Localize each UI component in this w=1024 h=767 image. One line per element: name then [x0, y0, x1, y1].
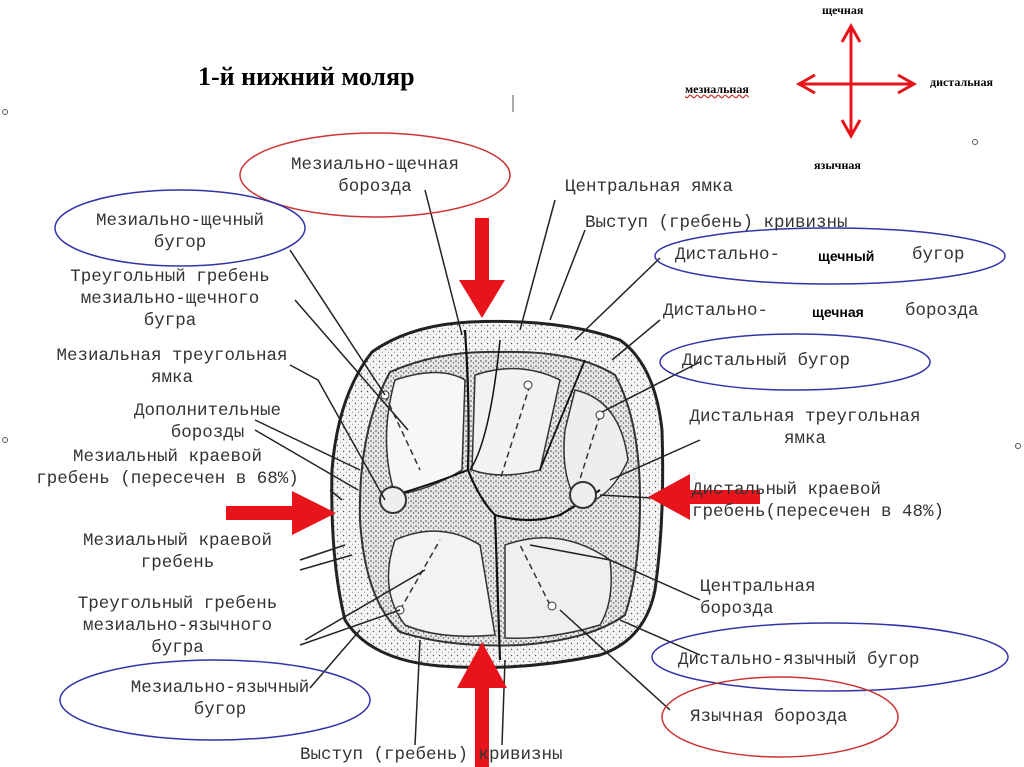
direction-distal: дистальная [930, 75, 993, 89]
circle-mesiolingual-cusp [59, 659, 371, 741]
ridge-dashed-1 [384, 394, 421, 471]
ridge-dashed-3 [574, 414, 601, 496]
cusp-tip-dl [547, 601, 557, 611]
direction-lingual: язычная [814, 158, 861, 172]
orientation-cross [795, 22, 918, 140]
circle-distobuccal-cusp [654, 227, 1006, 285]
label-central-fossa: Центральная ямка [565, 177, 734, 197]
label-distobuccal-cusp: Дистально- [675, 245, 781, 265]
central-groove-line [463, 329, 601, 522]
distobuccal-groove-line [539, 359, 586, 471]
page-title: 1-й нижний моляр [198, 62, 415, 91]
ridge-dashed-5 [519, 544, 551, 606]
arrow-right [648, 474, 760, 520]
red-arrows [226, 218, 760, 767]
leader-lines [254, 189, 701, 746]
ridge-dashed-4 [399, 539, 441, 611]
direction-mesial: мезиальная [685, 82, 749, 96]
label-distobuccal-cusp-end: бугор [912, 245, 965, 265]
buccal-groove-line [469, 339, 501, 471]
distal-fossa-pit [569, 481, 597, 509]
lingual-groove-line [493, 514, 502, 661]
circle-distolingual-cusp [651, 622, 1009, 692]
label-distobuccal-cusp-overlay: щечный [818, 248, 875, 264]
label-distobuccal-groove: Дистально- [663, 301, 769, 321]
distolingual-cusp-region [504, 536, 612, 639]
label-lingual-groove: Язычная борозда [690, 707, 848, 727]
distobuccal-cusp-region [471, 367, 561, 476]
cusp-tip-d [595, 410, 605, 420]
mesiobuccal-cusp-region [385, 371, 466, 496]
label-height-of-contour-bottom: Выступ (гребень) кривизны [300, 745, 563, 765]
label-distobuccal-groove-overlay: щечная [812, 304, 864, 320]
circle-mesiobuccal-cusp [54, 189, 306, 267]
circle-distal-cusp [659, 333, 931, 391]
arrow-bottom [457, 642, 507, 767]
direction-buccal: щечная [822, 3, 864, 17]
circle-mesiobuccal-groove [239, 132, 511, 218]
label-distal-cusp: Дистальный бугор [682, 351, 851, 371]
ridge-dashed-2 [499, 384, 531, 481]
stray-marks [2, 95, 1021, 449]
cusp-tip-db [523, 380, 533, 390]
arrow-top [459, 218, 505, 318]
label-height-of-contour-top: Выступ (гребень) кривизны [585, 213, 848, 233]
mesiolingual-cusp-region [387, 530, 496, 637]
mesial-fossa-pit [379, 486, 407, 514]
label-distobuccal-groove-end: борозда [905, 301, 979, 321]
label-distolingual-cusp: Дистально-язычный бугор [678, 650, 920, 670]
circle-lingual-groove [661, 676, 899, 758]
arrow-left [226, 491, 336, 535]
